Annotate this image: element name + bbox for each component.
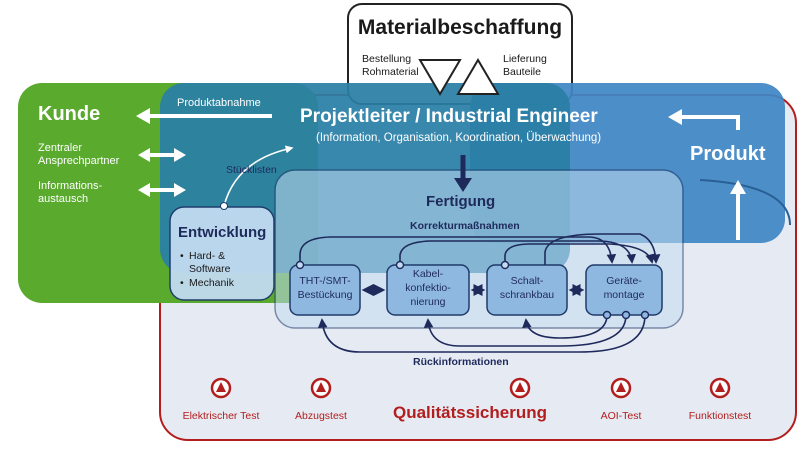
step-label-schalt-line2: schrankbau (499, 289, 555, 301)
kunde-contact-line1: Zentraler (38, 142, 83, 154)
test-label-aoi: AOI-Test (600, 410, 642, 422)
korrektur-origin-1 (295, 260, 305, 270)
step-label-kabel-line1: Kabel- (412, 268, 444, 280)
down-arrowhead (454, 178, 472, 192)
step-box-kabel (386, 264, 470, 316)
info-arrowhead-right (174, 183, 186, 197)
material-delivery-line2: Bauteile (503, 66, 541, 78)
warning-icon (509, 377, 531, 399)
rueckinfo-origin-1 (640, 310, 650, 320)
contact-arrowhead-left (138, 148, 150, 162)
korrektur-origin-3 (500, 260, 510, 270)
step-label-schalt-line1: Schalt- (510, 275, 544, 287)
rueckinfo-origin-3 (602, 310, 612, 320)
step-label-geraete-line1: Geräte- (606, 275, 642, 287)
quality-title: Qualitätssicherung (393, 403, 547, 422)
stuecklisten-arrow-origin (220, 202, 228, 210)
entwicklung-item1-line2: Software (189, 263, 231, 275)
stuecklisten-arrow (223, 145, 294, 207)
step-label-tht-line1: THT-/SMT- (299, 275, 351, 287)
material-delivery-line1: Lieferung (503, 53, 547, 65)
korrektur-label: Korrekturmaßnahmen (410, 220, 520, 232)
produkt-return-arrowhead (668, 109, 682, 125)
rueckinfo-label: Rückinformationen (413, 356, 509, 368)
step-box-schaltschrank (486, 264, 568, 316)
korrektur-arrows (299, 233, 661, 265)
order-triangle (418, 59, 462, 96)
warning-icon (709, 377, 731, 399)
entwicklung-item2: Mechanik (189, 277, 234, 289)
warning-icon (610, 377, 632, 399)
produkt-up-arrowhead (730, 180, 746, 194)
korrektur-origin-2 (395, 260, 405, 270)
product-region-edge (699, 179, 791, 226)
produkt-return-arrow-line (678, 115, 740, 130)
entwicklung-bullet-1: • (180, 250, 184, 262)
kunde-contact-line2: Ansprechpartner (38, 155, 120, 167)
warning-icon (310, 377, 332, 399)
produktabnahme-label: Produktabnahme (177, 97, 261, 109)
kunde-info-line2: austausch (38, 193, 89, 205)
step-label-kabel-line3: nierung (410, 296, 446, 308)
step-label-kabel-line2: konfektio- (405, 282, 451, 294)
entwicklung-bullet-2: • (180, 277, 184, 289)
warning-icon (210, 377, 232, 399)
kunde-title: Kunde (38, 103, 101, 125)
kunde-info-line1: Informations- (38, 180, 103, 192)
rueckinfo-origin-2 (621, 310, 631, 320)
test-label-abzug: Abzugstest (295, 410, 347, 422)
stuecklisten-label: Stücklisten (226, 164, 277, 176)
step-box-tht-smt (289, 264, 361, 316)
rueckinfo-arrows (317, 314, 646, 353)
projektleiter-title: Projektleiter / Industrial Engineer (300, 106, 598, 127)
entwicklung-title: Entwicklung (178, 224, 267, 241)
step-label-geraete-line2: montage (603, 289, 645, 301)
info-arrowhead-left (138, 183, 150, 197)
produkt-title: Produkt (690, 143, 766, 165)
test-label-funktion: Funktionstest (688, 410, 752, 422)
produktabnahme-arrowhead (136, 108, 150, 124)
entwicklung-item1-line1: Hard- & (189, 250, 226, 262)
material-order-line2: Rohmaterial (362, 66, 419, 78)
projektleiter-subtitle: (Information, Organisation, Koordination… (316, 132, 602, 144)
material-order-line1: Bestellung (362, 53, 412, 65)
delivery-triangle (456, 58, 500, 95)
step-label-tht-line2: Bestückung (297, 289, 353, 301)
fertigung-title: Fertigung (426, 193, 496, 210)
test-label-electrical: Elektrischer Test (182, 410, 260, 422)
material-title: Materialbeschaffung (357, 16, 563, 39)
contact-arrowhead-right (174, 148, 186, 162)
